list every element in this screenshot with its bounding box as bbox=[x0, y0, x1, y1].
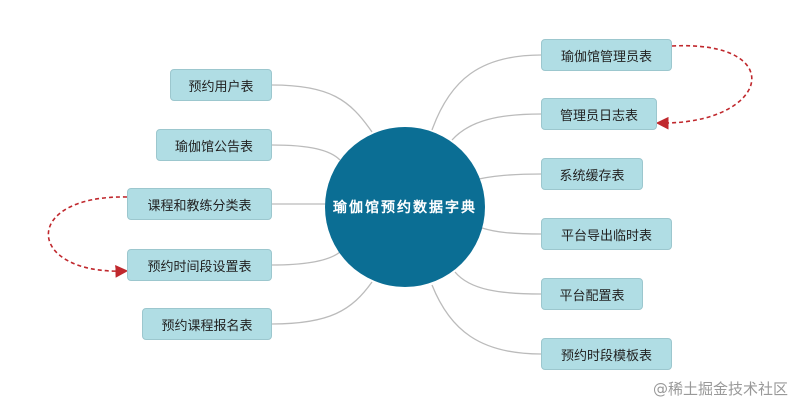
node-enrollment-table[interactable]: 预约课程报名表 bbox=[142, 308, 272, 340]
edge bbox=[271, 281, 373, 325]
node-admin-table[interactable]: 瑜伽馆管理员表 bbox=[541, 39, 672, 71]
edge bbox=[271, 251, 341, 266]
watermark: @稀土掘金技术社区 bbox=[652, 380, 788, 398]
node-export-temp-table[interactable]: 平台导出临时表 bbox=[541, 218, 672, 250]
node-timeslot-setting-table[interactable]: 预约时间段设置表 bbox=[127, 249, 272, 281]
relation-arrow bbox=[655, 45, 753, 130]
edge bbox=[474, 173, 542, 181]
edge bbox=[271, 84, 373, 133]
node-cache-table[interactable]: 系统缓存表 bbox=[541, 158, 643, 190]
node-config-table[interactable]: 平台配置表 bbox=[541, 278, 643, 310]
edge bbox=[271, 144, 341, 161]
node-template-table[interactable]: 预约时段模板表 bbox=[541, 338, 672, 370]
edge bbox=[431, 284, 542, 355]
edge bbox=[454, 271, 542, 295]
edge bbox=[481, 227, 542, 235]
node-notice-table[interactable]: 瑜伽馆公告表 bbox=[156, 129, 272, 161]
edge bbox=[431, 54, 542, 131]
node-user-table[interactable]: 预约用户表 bbox=[170, 69, 272, 101]
relation-arrow bbox=[47, 196, 129, 278]
center-title: 瑜伽馆预约数据字典 bbox=[333, 200, 477, 216]
edge bbox=[451, 113, 542, 141]
center-topic: 瑜伽馆预约数据字典 bbox=[325, 127, 485, 287]
node-admin-log-table[interactable]: 管理员日志表 bbox=[541, 98, 657, 130]
node-course-category-table[interactable]: 课程和教练分类表 bbox=[127, 188, 272, 220]
